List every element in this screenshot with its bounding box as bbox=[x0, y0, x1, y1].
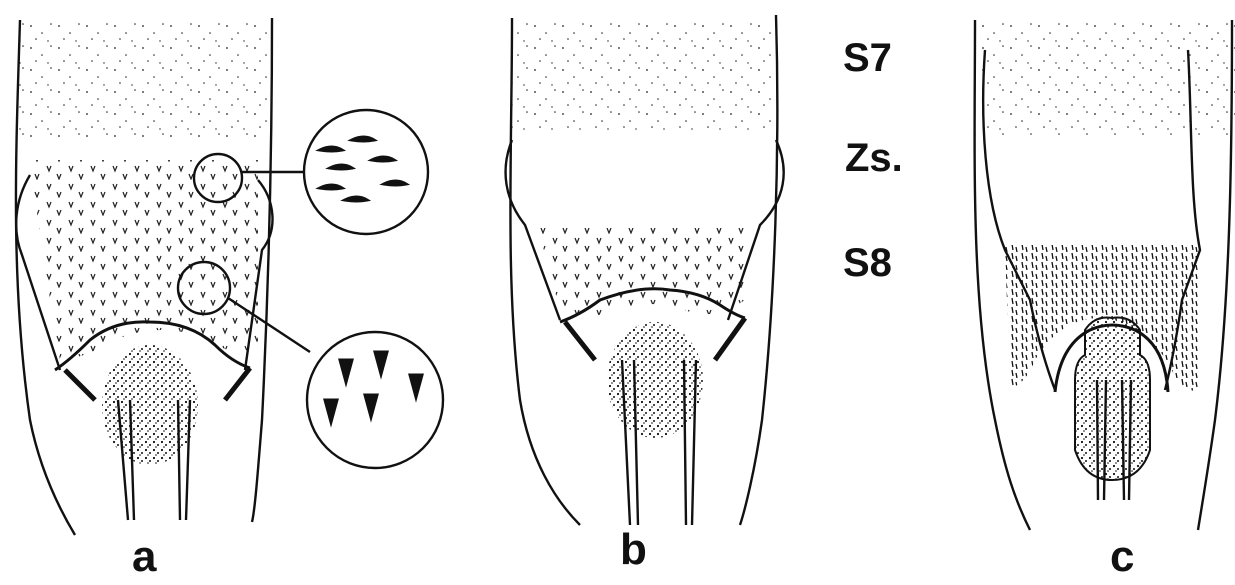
panel-label-a: a bbox=[132, 535, 156, 579]
panel-b-drawing bbox=[506, 15, 784, 525]
panel-a-drawing bbox=[16, 18, 443, 535]
panel-c-genital-plate bbox=[1075, 318, 1150, 481]
panel-a-s8-region bbox=[30, 160, 258, 360]
panel-label-c: c bbox=[1110, 535, 1134, 579]
segment-label-s7: S7 bbox=[843, 38, 892, 78]
magnified-spines-upper bbox=[304, 110, 428, 234]
panel-label-b: b bbox=[620, 528, 647, 572]
panel-a-s7-region bbox=[18, 20, 270, 140]
panel-b-s8-region bbox=[538, 228, 745, 317]
panel-b-s7-region bbox=[512, 20, 774, 130]
segment-label-zs: Zs. bbox=[845, 138, 903, 178]
panel-c-drawing bbox=[975, 20, 1235, 530]
segment-label-s8: S8 bbox=[843, 243, 892, 283]
panel-c-s7-region bbox=[975, 20, 1235, 135]
